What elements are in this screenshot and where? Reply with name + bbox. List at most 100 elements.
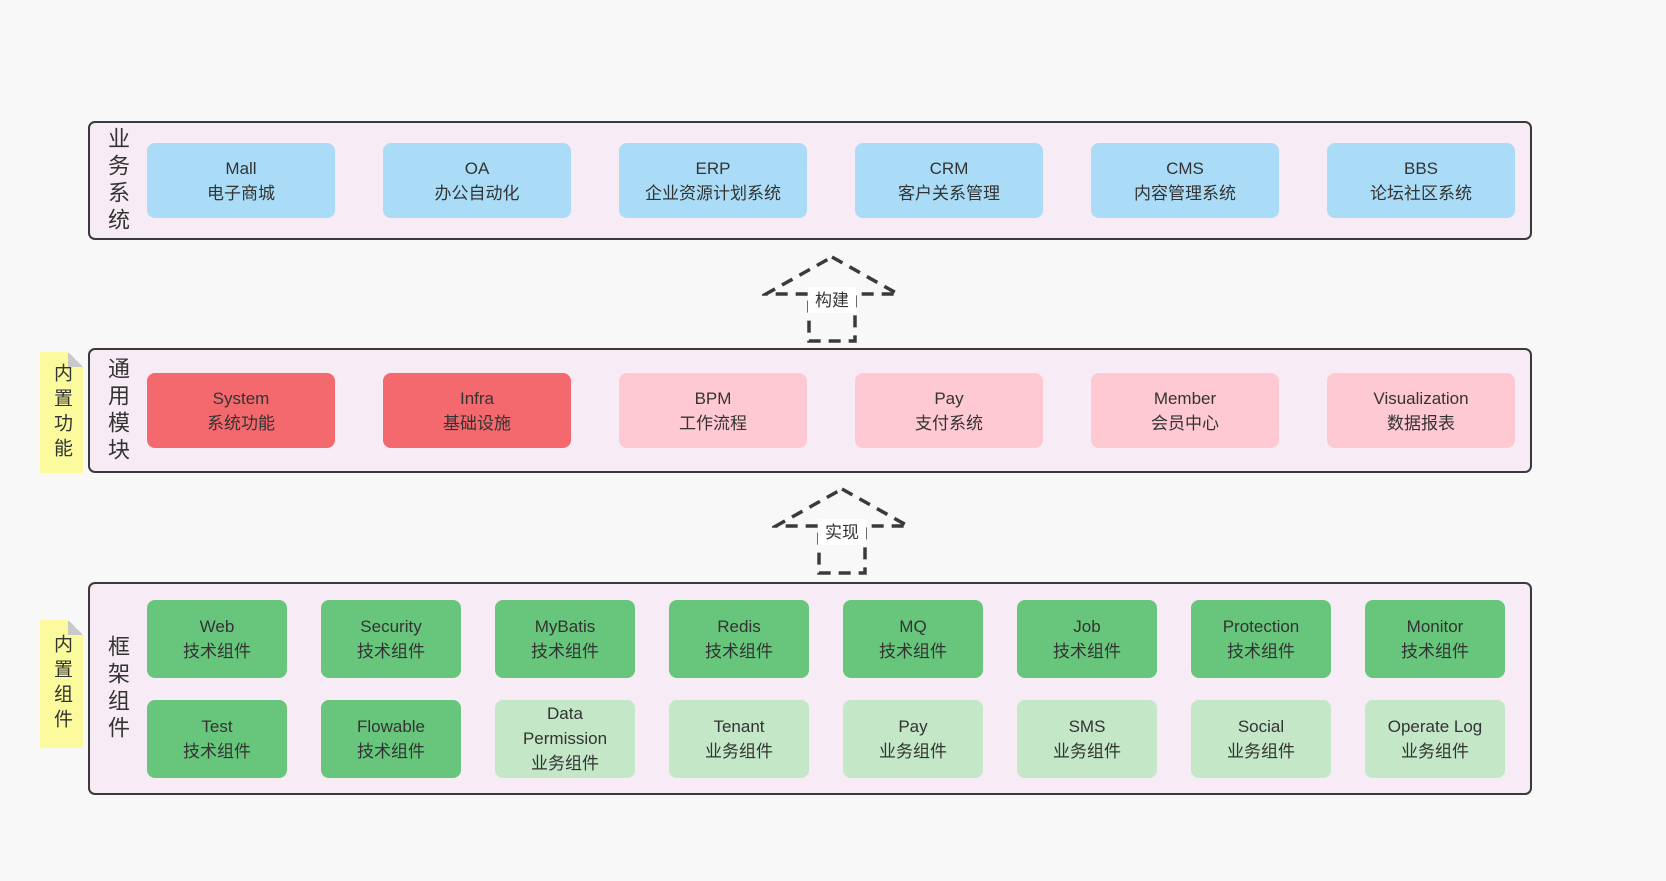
node-name: BPM [694,388,732,408]
node-description: 业务组件 [1401,741,1469,761]
node-description: 技术组件 [1401,641,1469,661]
node-description: 业务组件 [1053,741,1121,761]
panel-side-label: 框架组件 [105,634,130,743]
node-description: 数据报表 [1387,413,1455,433]
node-infra: Infra 基础设施 [383,373,571,448]
node-description: 电子商城 [207,183,275,203]
node-name: CRM [929,158,969,178]
folded-corner-icon [68,352,83,367]
node-name: Test [201,716,233,736]
arrow-label-backing [808,287,856,313]
node-name: Data Permission [522,704,608,748]
node-name: Pay [898,716,928,736]
node-description: 业务组件 [879,741,947,761]
node-sms: SMS 业务组件 [1017,699,1157,778]
node-description: 办公自动化 [434,183,520,203]
node-name: Mall [225,158,257,178]
arrow-label: 构建 [815,291,849,310]
node-name: Job [1073,616,1101,636]
node-member: Member 会员中心 [1091,373,1279,448]
arrow-label: 实现 [825,523,859,542]
node-name: MyBatis [534,616,596,636]
node-social: Social 业务组件 [1191,699,1331,778]
build-arrow-icon: 构建 [762,254,902,343]
node-description: 技术组件 [357,641,425,661]
node-pay: Pay 业务组件 [843,699,983,778]
node-name: Visualization [1373,388,1469,408]
node-name: ERP [695,158,731,178]
node-description: 业务组件 [705,741,773,761]
node-mq: MQ 技术组件 [843,599,983,678]
node-name: Security [360,616,422,636]
node-name: SMS [1068,716,1106,736]
node-security: Security 技术组件 [321,599,461,678]
node-description: 企业资源计划系统 [645,183,781,203]
node-crm: CRM 客户关系管理 [855,143,1043,218]
node-name: Protection [1222,616,1300,636]
node-cms: CMS 内容管理系统 [1091,143,1279,218]
node-mall: Mall 电子商城 [147,143,335,218]
sticky-note-label: 内置功能 [51,362,72,463]
node-pay: Pay 支付系统 [855,373,1043,448]
node-mybatis: MyBatis 技术组件 [495,599,635,678]
node-flowable: Flowable 技术组件 [321,699,461,778]
folded-corner-icon [68,620,83,635]
dashed-up-arrow-shape [772,486,912,575]
node-name: System [212,388,270,408]
implement-arrow-icon: 实现 [772,486,912,575]
node-system: System 系统功能 [147,373,335,448]
node-tenant: Tenant 业务组件 [669,699,809,778]
node-description: 客户关系管理 [898,183,1000,203]
node-description: 基础设施 [443,413,511,433]
node-name: Social [1237,716,1285,736]
node-name: Monitor [1406,616,1464,636]
sticky-note-label: 内置组件 [51,634,72,734]
node-description: 技术组件 [531,641,599,661]
node-name: CMS [1166,158,1204,178]
node-name: BBS [1403,158,1439,178]
node-description: 技术组件 [879,641,947,661]
node-description: 技术组件 [357,741,425,761]
node-bbs: BBS 论坛社区系统 [1327,143,1515,218]
node-description: 技术组件 [183,741,251,761]
node-redis: Redis 技术组件 [669,599,809,678]
node-test: Test 技术组件 [147,699,287,778]
node-name: Pay [934,388,964,408]
sticky-note-builtin-components: 内置组件 [40,620,83,748]
node-name: Redis [717,616,761,636]
node-bpm: BPM 工作流程 [619,373,807,448]
node-description: 工作流程 [679,413,747,433]
node-description: 系统功能 [207,413,275,433]
node-operate-log: Operate Log 业务组件 [1365,699,1505,778]
dashed-up-arrow-shape [762,254,902,343]
node-description: 论坛社区系统 [1370,183,1472,203]
box-row: System 系统功能 Infra 基础设施 BPM 工作流程 Pay 支付系统 Member 会… [147,373,1516,448]
node-name: MQ [899,616,927,636]
node-name: Infra [459,388,495,408]
node-description: 业务组件 [531,754,599,773]
node-data-permission: Data Permission 业务组件 [495,699,635,778]
panel-side-label: 业务系统 [105,126,130,235]
node-description: 会员中心 [1151,413,1219,433]
node-description: 业务组件 [1227,741,1295,761]
panel-box-rows: System 系统功能 Infra 基础设施 BPM 工作流程 Pay 支付系统 Member 会… [147,350,1516,471]
node-name: Operate Log [1387,716,1483,736]
node-description: 技术组件 [705,641,773,661]
node-name: Flowable [356,716,426,736]
arrow-label-backing [818,519,866,545]
node-description: 内容管理系统 [1134,183,1236,203]
node-description: 技术组件 [183,641,251,661]
node-description: 支付系统 [915,413,983,433]
node-name: Member [1153,388,1217,408]
node-name: Tenant [713,716,765,736]
